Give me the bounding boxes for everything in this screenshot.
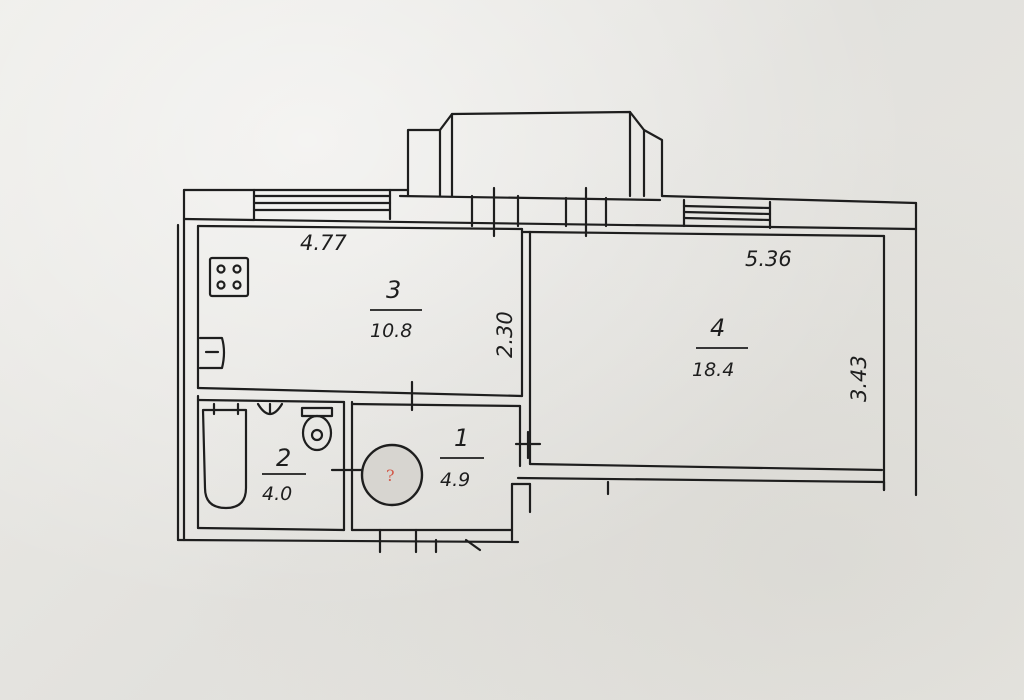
washbasin-icon (256, 402, 284, 416)
room-3-area: 10.8 (370, 320, 412, 342)
dim-kitchen-depth: 2.30 (493, 311, 517, 358)
balcony-door (398, 186, 662, 238)
kitchen-walls (196, 224, 524, 412)
room-4-number: 4 (710, 314, 725, 342)
dim-room-depth: 3.43 (847, 355, 871, 402)
toilet-icon (300, 406, 334, 452)
hall-walls (330, 402, 542, 554)
balcony (406, 110, 664, 198)
partition-wall (520, 230, 532, 466)
bathroom-walls (196, 394, 354, 532)
stove-icon (208, 256, 250, 298)
room-2-area: 4.0 (262, 483, 292, 505)
room-4-area: 18.4 (692, 359, 734, 381)
room-window (682, 198, 772, 230)
room-1-number: 1 (454, 424, 469, 452)
room-1-area: 4.9 (440, 469, 470, 491)
sink-icon (198, 336, 226, 370)
dim-room-width: 5.36 (745, 247, 792, 271)
room-3-number: 3 (386, 276, 401, 304)
living-room-walls (516, 230, 886, 496)
kitchen-window (252, 188, 392, 221)
dim-kitchen-width: 4.77 (300, 231, 347, 255)
outer-wall (176, 188, 918, 544)
hall-marker: ? (360, 443, 424, 507)
marker-symbol: ? (386, 466, 395, 485)
room-2-number: 2 (276, 444, 291, 472)
bathtub-icon (201, 402, 248, 510)
